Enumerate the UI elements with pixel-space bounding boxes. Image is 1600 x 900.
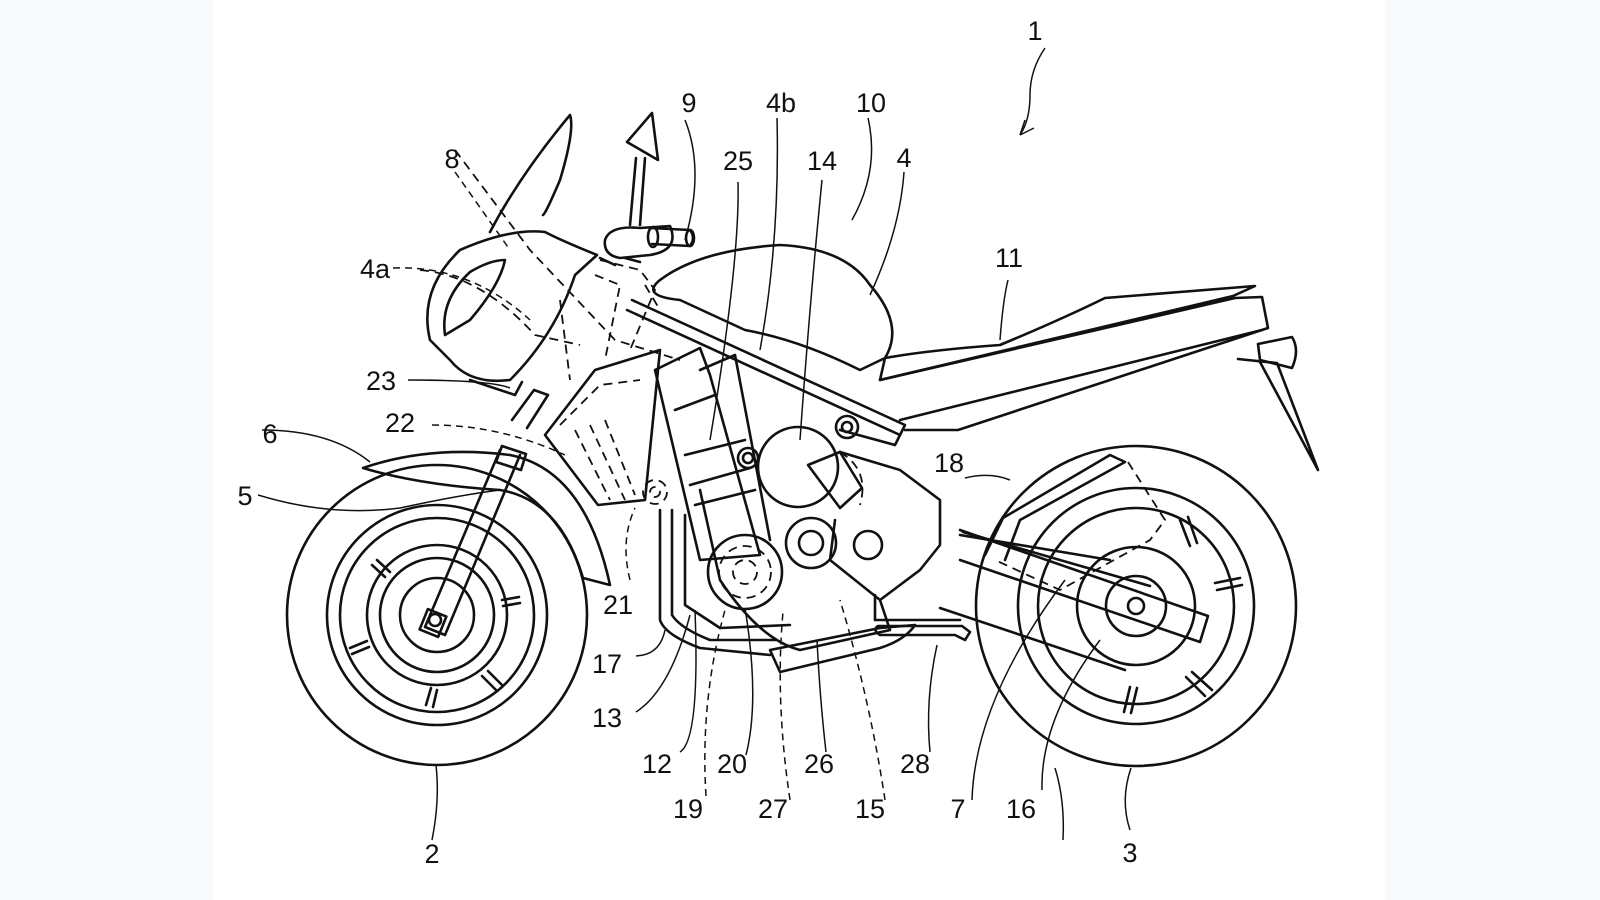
rear-wheel — [974, 444, 1298, 768]
front-cowl — [419, 113, 681, 397]
tail-light — [1256, 335, 1298, 370]
chain-cover — [983, 453, 1127, 562]
label-26: 26 — [804, 749, 834, 779]
reference-labels: 1 2 3 4 4a 4b 5 6 7 8 9 10 11 12 13 14 1… — [237, 16, 1137, 869]
footrest — [874, 624, 972, 642]
rear-fender — [1236, 357, 1320, 472]
exhaust-pipe — [658, 508, 792, 657]
label-4: 4 — [896, 143, 911, 173]
drive-chain — [938, 533, 1127, 672]
label-6: 6 — [262, 419, 277, 449]
label-28: 28 — [900, 749, 930, 779]
leader-lines — [257, 117, 1132, 841]
label-16: 16 — [1006, 794, 1036, 824]
label-27: 27 — [758, 794, 788, 824]
label-12: 12 — [642, 749, 672, 779]
label-9: 9 — [681, 88, 696, 118]
label-17: 17 — [592, 649, 622, 679]
label-11: 11 — [995, 243, 1023, 273]
swing-arm — [958, 528, 1210, 644]
label-15: 15 — [855, 794, 885, 824]
label-3: 3 — [1122, 838, 1137, 868]
engine — [653, 346, 962, 652]
label-4a: 4a — [360, 254, 391, 284]
label-5: 5 — [237, 481, 252, 511]
label-21: 21 — [603, 590, 633, 620]
label-2: 2 — [424, 839, 439, 869]
label-22: 22 — [385, 408, 415, 438]
label-25: 25 — [723, 146, 753, 176]
label-10: 10 — [856, 88, 886, 118]
label-7: 7 — [950, 794, 965, 824]
label-1: 1 — [1027, 16, 1042, 46]
label-8: 8 — [444, 144, 459, 174]
label-13: 13 — [592, 703, 622, 733]
front-wheel — [285, 463, 589, 767]
label-23: 23 — [366, 366, 396, 396]
radiator — [543, 348, 668, 507]
figure-arrow — [1019, 47, 1046, 136]
drawing-sheet — [213, 0, 1385, 900]
fuel-tank — [652, 243, 894, 372]
label-18: 18 — [934, 448, 964, 478]
front-fork — [418, 388, 550, 639]
label-14: 14 — [807, 146, 837, 176]
label-20: 20 — [717, 749, 747, 779]
main-frame — [625, 298, 907, 447]
label-19: 19 — [673, 794, 703, 824]
label-4b: 4b — [766, 88, 796, 118]
handlebar-mirror — [598, 111, 696, 267]
seat — [878, 284, 1270, 432]
front-fender — [361, 450, 612, 587]
